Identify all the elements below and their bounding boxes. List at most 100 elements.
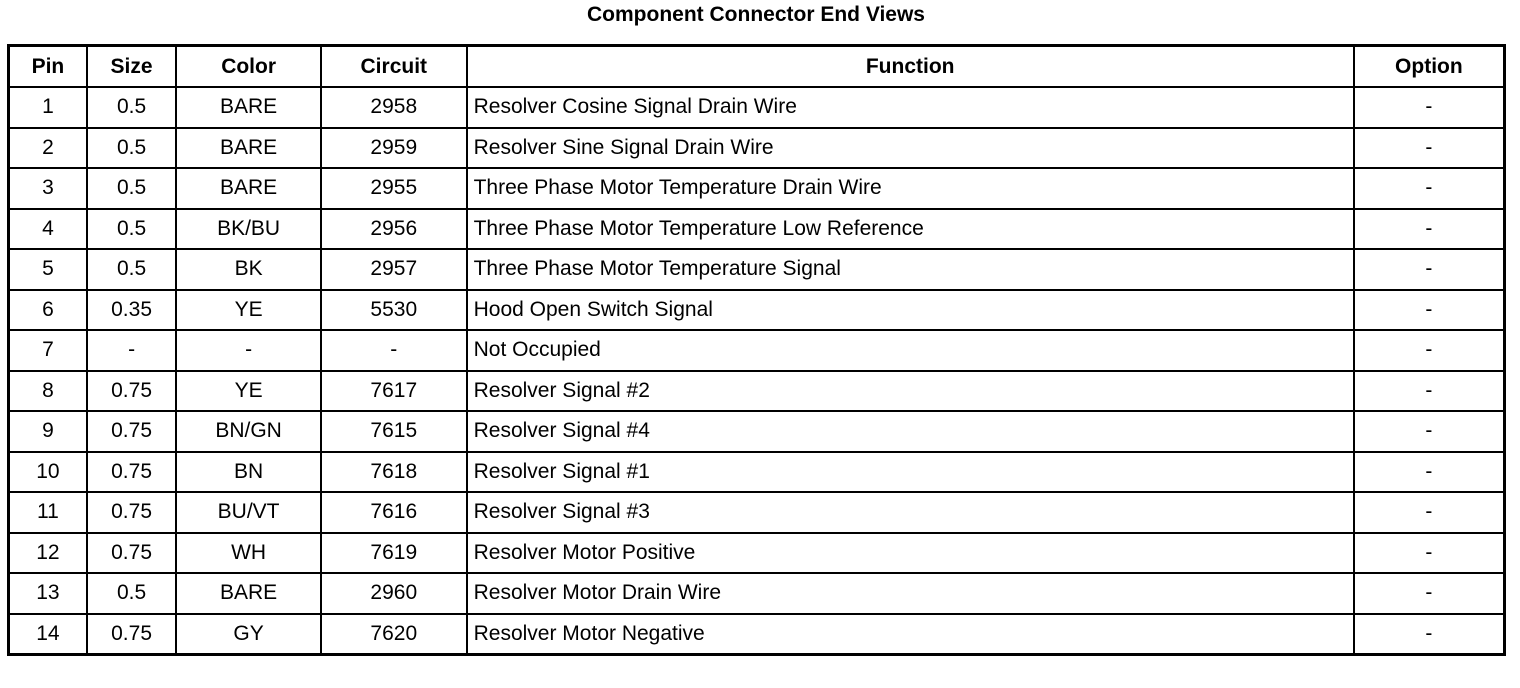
cell-pin: 1 — [7, 86, 88, 129]
cell-circuit: 7616 — [319, 491, 468, 534]
cell-circuit: 2959 — [319, 126, 468, 169]
cell-option: - — [1352, 450, 1506, 493]
cell-size: - — [85, 329, 178, 372]
cell-function: Resolver Signal #4 — [465, 410, 1355, 453]
cell-size: 0.5 — [85, 572, 178, 615]
cell-function: Resolver Signal #1 — [465, 450, 1355, 493]
cell-circuit: 7619 — [319, 531, 468, 574]
cell-color: BARE — [175, 572, 322, 615]
cell-size: 0.5 — [85, 126, 178, 169]
table-row: 7---Not Occupied- — [7, 329, 1506, 372]
cell-option: - — [1352, 207, 1506, 250]
cell-option: - — [1352, 167, 1506, 210]
cell-pin: 3 — [7, 167, 88, 210]
cell-color: BARE — [175, 86, 322, 129]
cell-function: Hood Open Switch Signal — [465, 288, 1355, 331]
cell-circuit: 2955 — [319, 167, 468, 210]
connector-pinout-table: Pin Size Color Circuit Function Option 1… — [7, 44, 1506, 656]
cell-color: BU/VT — [175, 491, 322, 534]
cell-option: - — [1352, 531, 1506, 574]
cell-color: YE — [175, 369, 322, 412]
cell-pin: 6 — [7, 288, 88, 331]
cell-option: - — [1352, 491, 1506, 534]
cell-circuit: - — [319, 329, 468, 372]
cell-color: WH — [175, 531, 322, 574]
column-header-function: Function — [465, 44, 1355, 88]
cell-color: YE — [175, 288, 322, 331]
table-header: Pin Size Color Circuit Function Option — [7, 44, 1506, 88]
cell-function: Resolver Sine Signal Drain Wire — [465, 126, 1355, 169]
cell-function: Three Phase Motor Temperature Signal — [465, 248, 1355, 291]
cell-option: - — [1352, 288, 1506, 331]
cell-circuit: 7615 — [319, 410, 468, 453]
cell-circuit: 2960 — [319, 572, 468, 615]
cell-size: 0.5 — [85, 167, 178, 210]
cell-pin: 4 — [7, 207, 88, 250]
cell-color: BN — [175, 450, 322, 493]
column-header-color: Color — [175, 44, 322, 88]
cell-option: - — [1352, 369, 1506, 412]
cell-pin: 8 — [7, 369, 88, 412]
cell-circuit: 5530 — [319, 288, 468, 331]
cell-pin: 14 — [7, 612, 88, 656]
cell-circuit: 7620 — [319, 612, 468, 656]
cell-pin: 12 — [7, 531, 88, 574]
cell-function: Three Phase Motor Temperature Low Refere… — [465, 207, 1355, 250]
cell-circuit: 2958 — [319, 86, 468, 129]
cell-color: - — [175, 329, 322, 372]
column-header-option: Option — [1352, 44, 1506, 88]
cell-color: BARE — [175, 167, 322, 210]
cell-function: Not Occupied — [465, 329, 1355, 372]
cell-size: 0.75 — [85, 491, 178, 534]
cell-color: GY — [175, 612, 322, 656]
cell-function: Resolver Motor Negative — [465, 612, 1355, 656]
cell-option: - — [1352, 410, 1506, 453]
cell-color: BK/BU — [175, 207, 322, 250]
cell-size: 0.5 — [85, 86, 178, 129]
column-header-size: Size — [85, 44, 178, 88]
cell-size: 0.75 — [85, 531, 178, 574]
cell-circuit: 7618 — [319, 450, 468, 493]
cell-function: Three Phase Motor Temperature Drain Wire — [465, 167, 1355, 210]
header-row: Pin Size Color Circuit Function Option — [7, 44, 1506, 88]
cell-size: 0.75 — [85, 612, 178, 656]
cell-pin: 9 — [7, 410, 88, 453]
cell-function: Resolver Signal #3 — [465, 491, 1355, 534]
cell-pin: 11 — [7, 491, 88, 534]
cell-option: - — [1352, 248, 1506, 291]
cell-size: 0.35 — [85, 288, 178, 331]
cell-color: BARE — [175, 126, 322, 169]
cell-size: 0.75 — [85, 410, 178, 453]
cell-pin: 13 — [7, 572, 88, 615]
cell-function: Resolver Motor Drain Wire — [465, 572, 1355, 615]
cell-size: 0.75 — [85, 369, 178, 412]
column-header-pin: Pin — [7, 44, 88, 88]
cell-circuit: 7617 — [319, 369, 468, 412]
cell-circuit: 2956 — [319, 207, 468, 250]
page-title: Component Connector End Views — [587, 3, 925, 26]
cell-pin: 2 — [7, 126, 88, 169]
cell-option: - — [1352, 572, 1506, 615]
cell-function: Resolver Motor Positive — [465, 531, 1355, 574]
cell-color: BN/GN — [175, 410, 322, 453]
cell-option: - — [1352, 86, 1506, 129]
cell-function: Resolver Cosine Signal Drain Wire — [465, 86, 1355, 129]
cell-pin: 10 — [7, 450, 88, 493]
cell-pin: 7 — [7, 329, 88, 372]
column-header-circuit: Circuit — [319, 44, 468, 88]
cell-color: BK — [175, 248, 322, 291]
cell-size: 0.5 — [85, 207, 178, 250]
cell-function: Resolver Signal #2 — [465, 369, 1355, 412]
cell-pin: 5 — [7, 248, 88, 291]
